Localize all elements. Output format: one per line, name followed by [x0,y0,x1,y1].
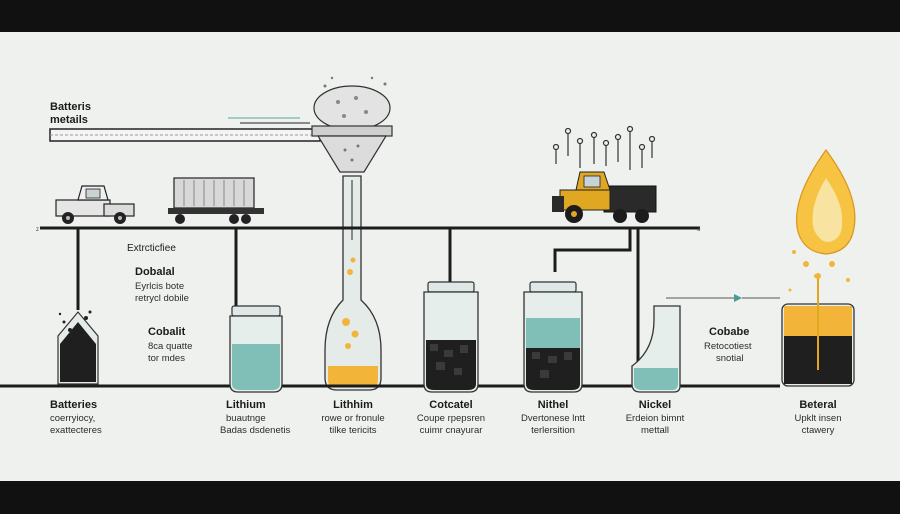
stage-nithel-title: Nithel [537,399,569,411]
svg-text:o: o [697,227,701,233]
stage-lithhim-title: Lithhim [333,399,373,411]
stage-lithhim-sub1: rowe or fronule [321,413,385,424]
stage-lithium-sub2: Badas dsdenetis [220,425,291,436]
vessel-icon [781,273,855,387]
beaker-icon [631,305,681,393]
stage-beteral-title: Beteral [799,399,837,411]
loader-machine-icon [552,125,657,223]
stage-batteries-sub2: exattecteres [50,425,102,436]
svg-text:z: z [36,227,39,233]
ore-pile-icon [57,310,99,385]
stage-cotcatel-title: Cotcatel [429,399,473,411]
header-line2: metails [50,114,88,126]
dobalal-sub2: retrycl dobile [135,293,189,304]
header-line1: Batteris [50,101,91,113]
jar-icon [423,281,479,393]
stage-nithel-sub2: terlersition [531,425,575,436]
stage-lithhim-sub2: tilke tericits [329,425,377,436]
stage-batteries-title: Batteries [50,399,98,411]
cobabe-sub2: snotial [716,353,744,364]
funnel-icon [311,76,393,173]
stage-cotcatel-sub1: Coupe rpepsren [416,413,486,424]
cobabe-sub1: Retocotiest [704,341,752,352]
cobalt-sub1: 8ca quatte [148,341,193,352]
flask-icon [324,175,382,391]
stage-nithel-sub1: Dvertonese lntt [521,413,585,424]
conveyor-belt [49,117,321,142]
dobalal-title: Dobalal [135,266,175,278]
stage-nickel-sub1: Erdeion bimnt [625,413,685,424]
stage-lithium-title: Lithium [226,399,266,411]
cobalt-title: Cobalit [148,326,186,338]
jar-icon [523,281,583,393]
trailer-truck-icon [168,177,264,224]
truck-icon [55,185,135,224]
dobalal-sub1: Eyrlcis bote [135,281,185,292]
stage-beteral-sub2: ctawery [801,425,835,436]
cobabe-title: Cobabe [709,326,750,338]
stage-batteries-sub1: coerryiocy, [50,413,96,424]
stage-cotcatel-sub2: cuimr cnayurar [419,425,483,436]
stage-lithium-sub1: buautnge [226,413,266,424]
jar-icon [229,305,283,393]
flame-icon [788,148,856,292]
stage-nickel-title: Nickel [638,399,672,411]
cobalt-sub2: tor mdes [148,353,185,364]
stage-nickel-sub2: mettall [641,425,669,436]
extraction-heading: Extrcticfiee [127,243,176,254]
stage-beteral-sub1: Upklt insen [794,413,842,424]
